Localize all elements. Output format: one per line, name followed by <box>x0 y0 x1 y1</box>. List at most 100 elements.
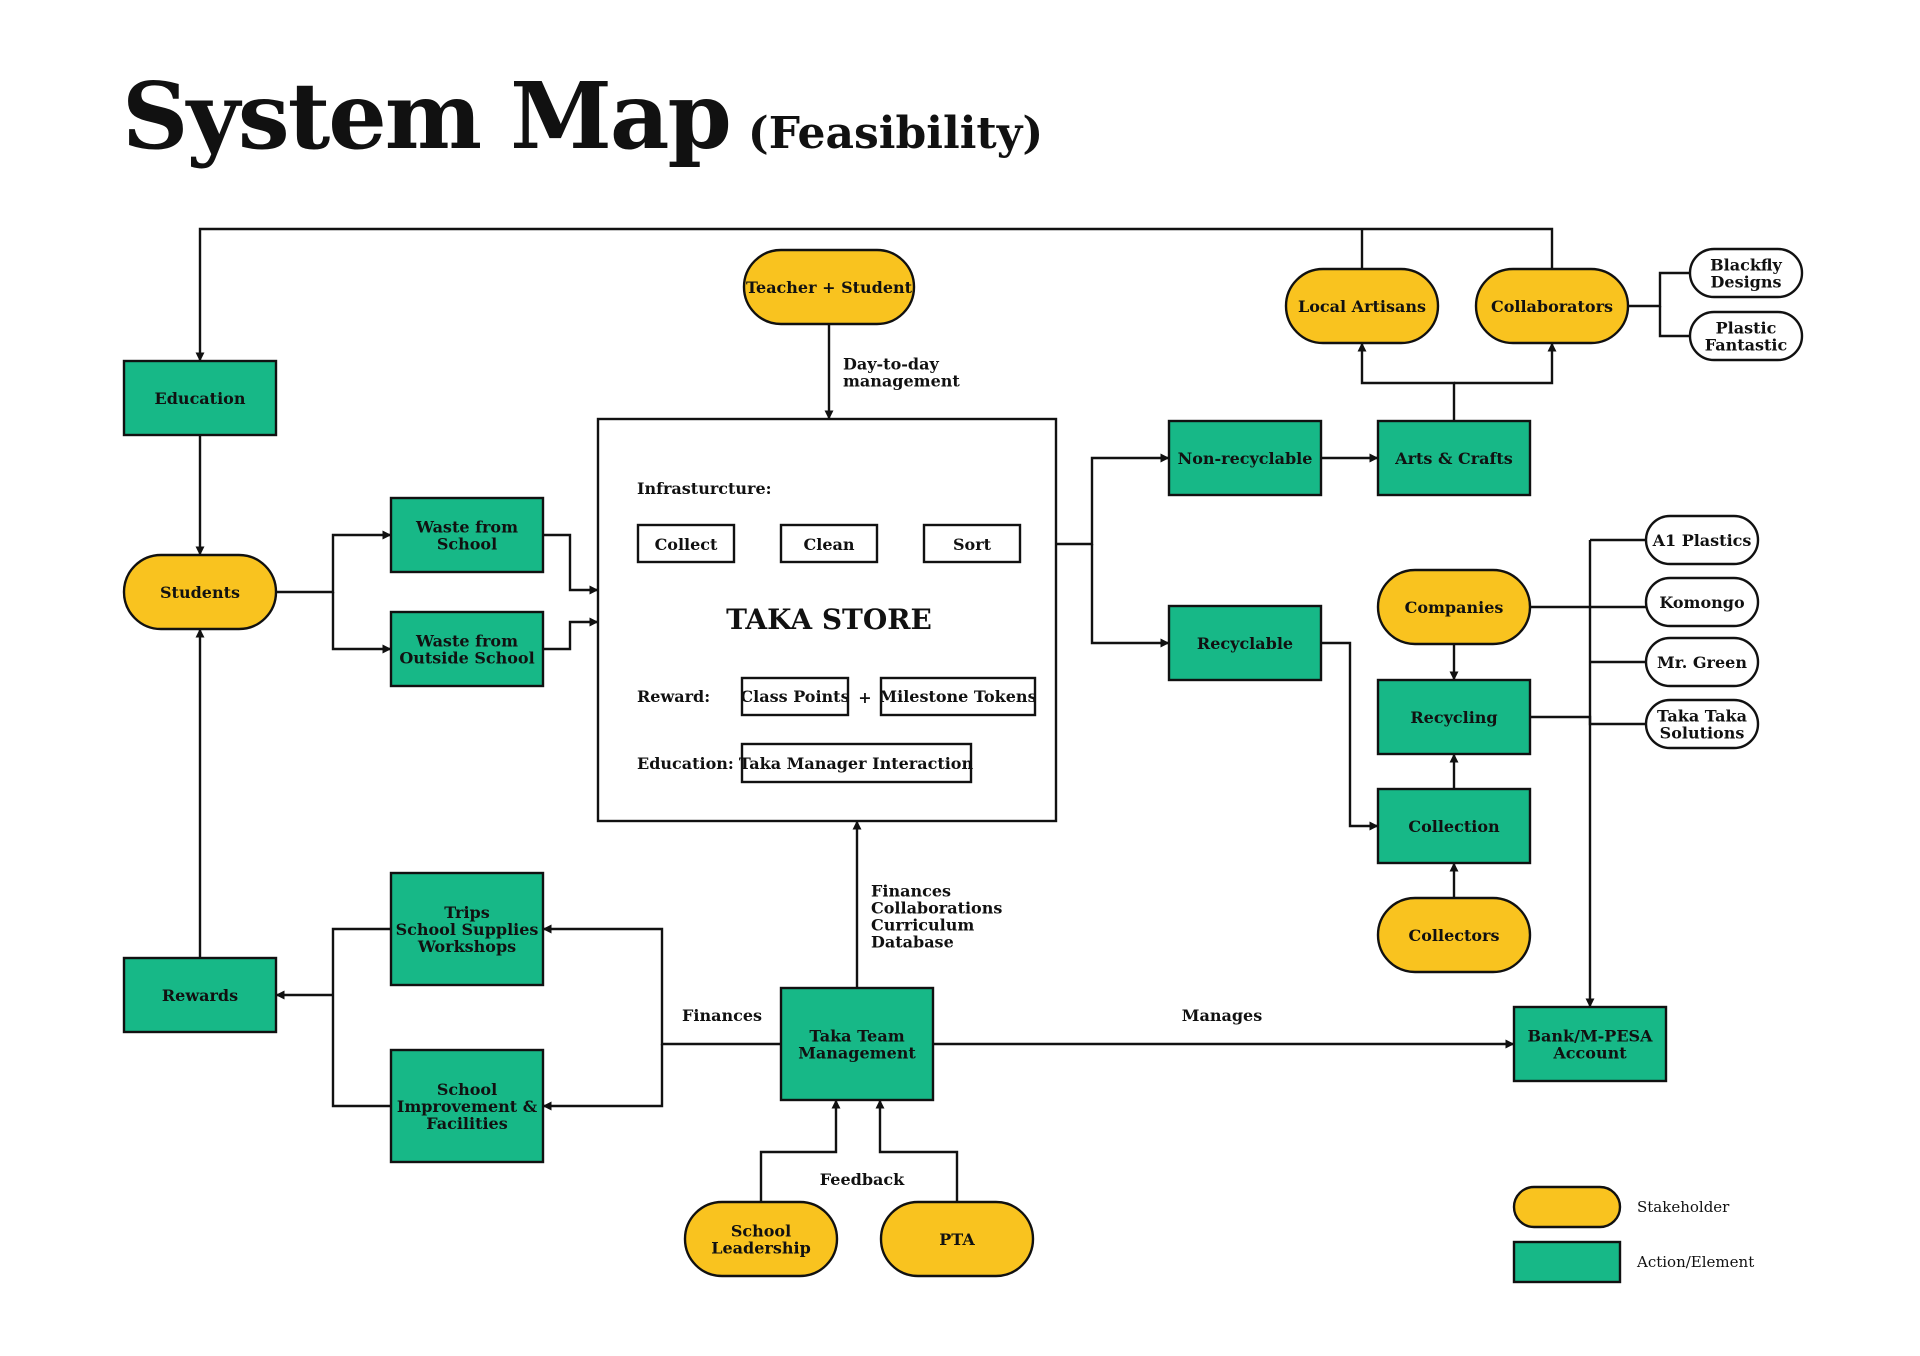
store-education-item-label: Taka Manager Interaction <box>739 754 974 773</box>
collectors-label: Collectors <box>1409 926 1500 945</box>
diagram-title: System Map (Feasibility) <box>122 62 1043 170</box>
collection-node <box>1376 787 1532 865</box>
recycling-label: Recycling <box>1410 708 1497 727</box>
edge-store-to-nonrecyclable <box>1057 453 1170 546</box>
school-leadership-node <box>683 1200 839 1278</box>
connectors <box>195 227 1690 1202</box>
pta-node <box>879 1200 1035 1278</box>
waste-school-node <box>389 496 545 574</box>
non-recyclable-node <box>1167 419 1323 497</box>
companies-node <box>1376 568 1532 646</box>
edge-leadership-to-team <box>759 1099 841 1202</box>
edge-rewards-bracket <box>331 927 391 1108</box>
edge-waste-school-to-store <box>543 533 599 595</box>
edge-collaborators-to-plastic <box>1658 306 1690 338</box>
store-education-label: Education: <box>637 754 734 773</box>
edge-recyclable-to-collection <box>1321 641 1379 831</box>
pta-label: PTA <box>939 1230 975 1249</box>
waste-outside-node <box>389 610 545 688</box>
collaborators-node <box>1474 267 1630 345</box>
legend-action-label: Action/Element <box>1636 1253 1754 1271</box>
store-step-collect <box>636 523 736 564</box>
teacher-student-label: Teacher + Student <box>746 278 913 297</box>
collaborators-label: Collaborators <box>1491 297 1613 316</box>
bank-node <box>1512 1005 1668 1083</box>
title-subtitle: (Feasibility) <box>747 108 1044 159</box>
store-reward-class-points-label: Class Points <box>740 687 849 706</box>
store-step-sort <box>922 523 1022 564</box>
students-node <box>122 553 278 631</box>
legend-stakeholder-swatch <box>1512 1185 1622 1229</box>
store-reward-label: Reward: <box>637 687 710 706</box>
plastic-fantastic-node <box>1688 310 1804 362</box>
rewards-label: Rewards <box>162 986 238 1005</box>
edge-students-to-waste-outside <box>331 592 392 654</box>
edge-collaborators-to-education <box>195 227 1554 362</box>
store-reward-milestone-tokens-label: Milestone Tokens <box>879 687 1036 706</box>
taka-team-node <box>779 986 935 1102</box>
edge-recycling-to-bank <box>1530 715 1595 1008</box>
store-education-item <box>740 742 973 784</box>
store-reward-milestone-tokens <box>879 676 1037 717</box>
mr-green-node <box>1644 636 1760 688</box>
rewards-node <box>122 956 278 1034</box>
edge-team-to-trips <box>542 924 781 1046</box>
store-reward-plus: + <box>858 688 871 707</box>
store-step-clean <box>779 523 879 564</box>
edge-waste-outside-to-store <box>543 617 599 651</box>
recyclable-node <box>1167 604 1323 682</box>
companies-label: Companies <box>1405 598 1504 617</box>
edge-arts-to-artisans <box>1357 342 1456 421</box>
edge-collaborators-to-blackfly <box>1628 271 1690 308</box>
komongo-node <box>1644 576 1760 628</box>
school-improvement-node <box>389 1048 545 1164</box>
legend-action-swatch <box>1512 1240 1622 1284</box>
taka-taka-node <box>1644 698 1760 750</box>
store-step-label: Sort <box>953 535 992 554</box>
store-step-label: Collect <box>655 535 718 554</box>
komongo-label: Komongo <box>1659 593 1745 612</box>
a1-plastics-node <box>1644 514 1760 566</box>
mr-green-label: Mr. Green <box>1657 653 1747 672</box>
store-step-label: Clean <box>804 535 855 554</box>
label-manages: Manages <box>1182 1006 1262 1025</box>
trips-node <box>389 871 545 987</box>
local-artisans-node <box>1284 267 1440 345</box>
arts-crafts-node <box>1376 419 1532 497</box>
title-main: System Map <box>122 62 732 170</box>
edge-students-to-waste-school <box>276 530 392 594</box>
edge-store-to-recyclable <box>1090 544 1170 648</box>
store-reward-class-points <box>740 676 850 717</box>
edge-arts-to-collaborators <box>1454 342 1557 385</box>
taka-store-title: TAKA STORE <box>726 603 932 636</box>
collection-label: Collection <box>1408 817 1500 836</box>
education-node <box>122 359 278 437</box>
store-infrastructure-label: Infrasturcture: <box>637 479 772 498</box>
recycling-node <box>1376 678 1532 756</box>
education-label: Education <box>155 389 246 408</box>
edge-pta-to-team <box>875 1099 959 1202</box>
legend-stakeholder-label: Stakeholder <box>1637 1198 1730 1216</box>
non-recyclable-label: Non-recyclable <box>1178 449 1313 468</box>
label-finances: Finances <box>682 1006 762 1025</box>
edge-companies-branches <box>1588 538 1646 726</box>
recyclable-label: Recyclable <box>1197 634 1293 653</box>
label-feedback: Feedback <box>820 1170 905 1189</box>
collectors-node <box>1376 896 1532 974</box>
teacher-student-node <box>742 248 916 326</box>
a1-plastics-label: A1 Plastics <box>1652 531 1752 550</box>
